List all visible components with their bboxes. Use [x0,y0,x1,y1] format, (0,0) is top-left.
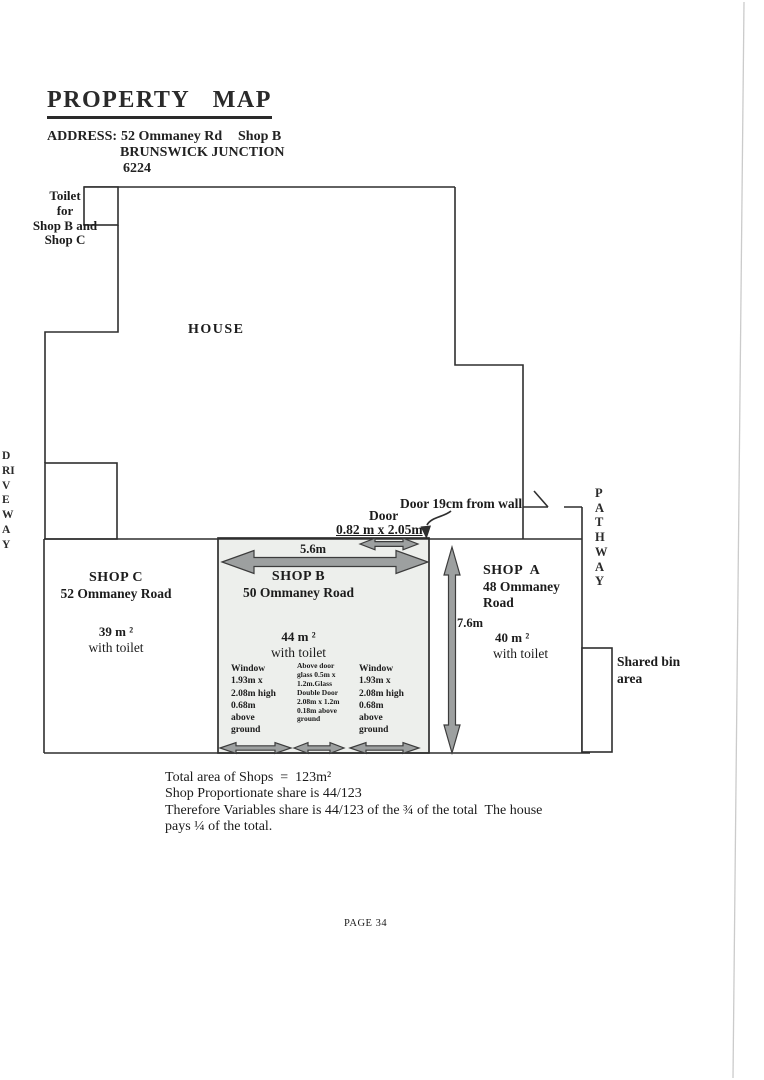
window-left-detail: Window 1.93m x 2.08m high 0.68m above gr… [231,664,276,736]
shops-outline [43,490,590,754]
shop-c-name: SHOP C [89,570,143,585]
page-title: PROPERTY MAP [47,87,272,119]
shop-a-name: SHOP A [483,563,541,578]
width-dimension-label: 5.6m [300,542,327,556]
shared-bin-label: Shared bin area [617,654,681,686]
shop-a-labels: SHOP A 48 Ommaney Road [483,563,560,611]
shop-c-toilet: with toilet [88,640,144,655]
shop-a-address2: Road [483,595,514,610]
address-shop: Shop B [238,129,282,144]
shop-c-address: 52 Ommaney Road [60,586,172,601]
house-right-wall [454,187,524,539]
arrow-7-6m [443,544,461,756]
door-distance-note: Door 19cm from wall [400,496,523,511]
door-swing-mark [533,490,549,508]
left-annex-box [44,462,118,540]
height-dimension-label: 7.6m [457,616,484,630]
shop-a-address: 48 Ommaney [483,579,560,594]
address-label: ADDRESS: [47,129,118,144]
shared-bin-box [581,647,613,753]
dimension-arrows [218,537,461,756]
shop-b-name: SHOP B [271,569,326,584]
toilet-note: Toilet for Shop B and Shop C [32,188,98,248]
house-label: HOUSE [188,322,245,337]
door-note-pointer-curve [426,510,452,526]
address-street: 52 Ommaney Rd [121,129,223,144]
driveway-label: DRIVEWAY [2,450,15,551]
window-right-detail: Window 1.93m x 2.08m high 0.68m above gr… [359,664,404,736]
house-left-wall [44,225,119,463]
address-city: BRUNSWICK JUNCTION [120,145,285,160]
shop-b-labels: SHOP B 50 Ommaney Road 44 m ² with toile… [216,569,381,661]
arrow-5-6m [220,549,430,575]
door-label: Door [369,508,399,523]
scan-edge-artifact [732,1,745,1079]
door-note-pointer-arrowhead [420,525,431,539]
shop-a-toilet: with toilet [493,646,549,661]
arrow-bottom-3 [348,741,421,755]
page-number: PAGE 34 [344,918,388,929]
door-size-label: 0.82 m x 2.05m [336,522,423,537]
toilet-room-box [83,186,119,226]
arrow-door-width [358,537,420,551]
shop-b-address: 50 Ommaney Road [243,585,354,600]
house-outline [44,186,524,539]
calculation-notes: Total area of Shops = 123m² Shop Proport… [165,770,543,835]
shop-b-toilet: with toilet [270,645,327,660]
arrow-bottom-1 [218,741,293,755]
arrow-bottom-2 [292,741,346,755]
pathway-label: PATHWAY [595,486,608,589]
address-postcode: 6224 [123,161,151,176]
shop-a-area: 40 m ² [495,630,530,645]
shop-b-area: 44 m ² [281,629,316,644]
shop-c-area: 39 m ² [98,624,134,639]
shop-c-labels: SHOP C 52 Ommaney Road 39 m ² with toile… [40,570,192,656]
double-door-detail: Above door glass 0.5m x 1.2m.Glass Doubl… [297,661,340,724]
